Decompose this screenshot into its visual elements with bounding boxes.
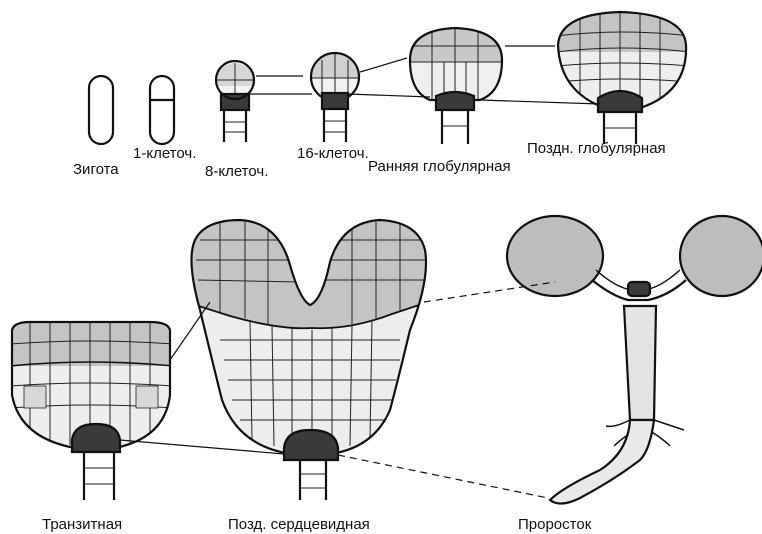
label-late-heart: Позд. сердцевидная xyxy=(228,517,370,532)
eight-cell-embryo xyxy=(214,61,256,142)
label-sixteen-cell: 16-клеточ. xyxy=(297,146,369,161)
label-eight-cell: 8-клеточ. xyxy=(205,164,268,179)
transition-embryo xyxy=(10,320,174,500)
sixteen-cell-embryo xyxy=(310,52,360,142)
zygote-cell xyxy=(89,76,113,144)
late-heart-embryo xyxy=(180,200,440,500)
seedling xyxy=(507,216,762,504)
label-zygote: Зигота xyxy=(73,162,119,177)
early-globular-embryo xyxy=(408,26,504,144)
one-cell-embryo xyxy=(150,76,174,144)
late-globular-embryo xyxy=(556,10,690,144)
label-late-globular: Поздн. глобулярная xyxy=(527,141,666,156)
label-seedling: Проросток xyxy=(518,517,591,532)
label-early-globular: Ранняя глобулярная xyxy=(368,159,511,174)
label-one-cell: 1-клеточ. xyxy=(133,146,196,161)
label-transition: Транзитная xyxy=(42,517,122,532)
